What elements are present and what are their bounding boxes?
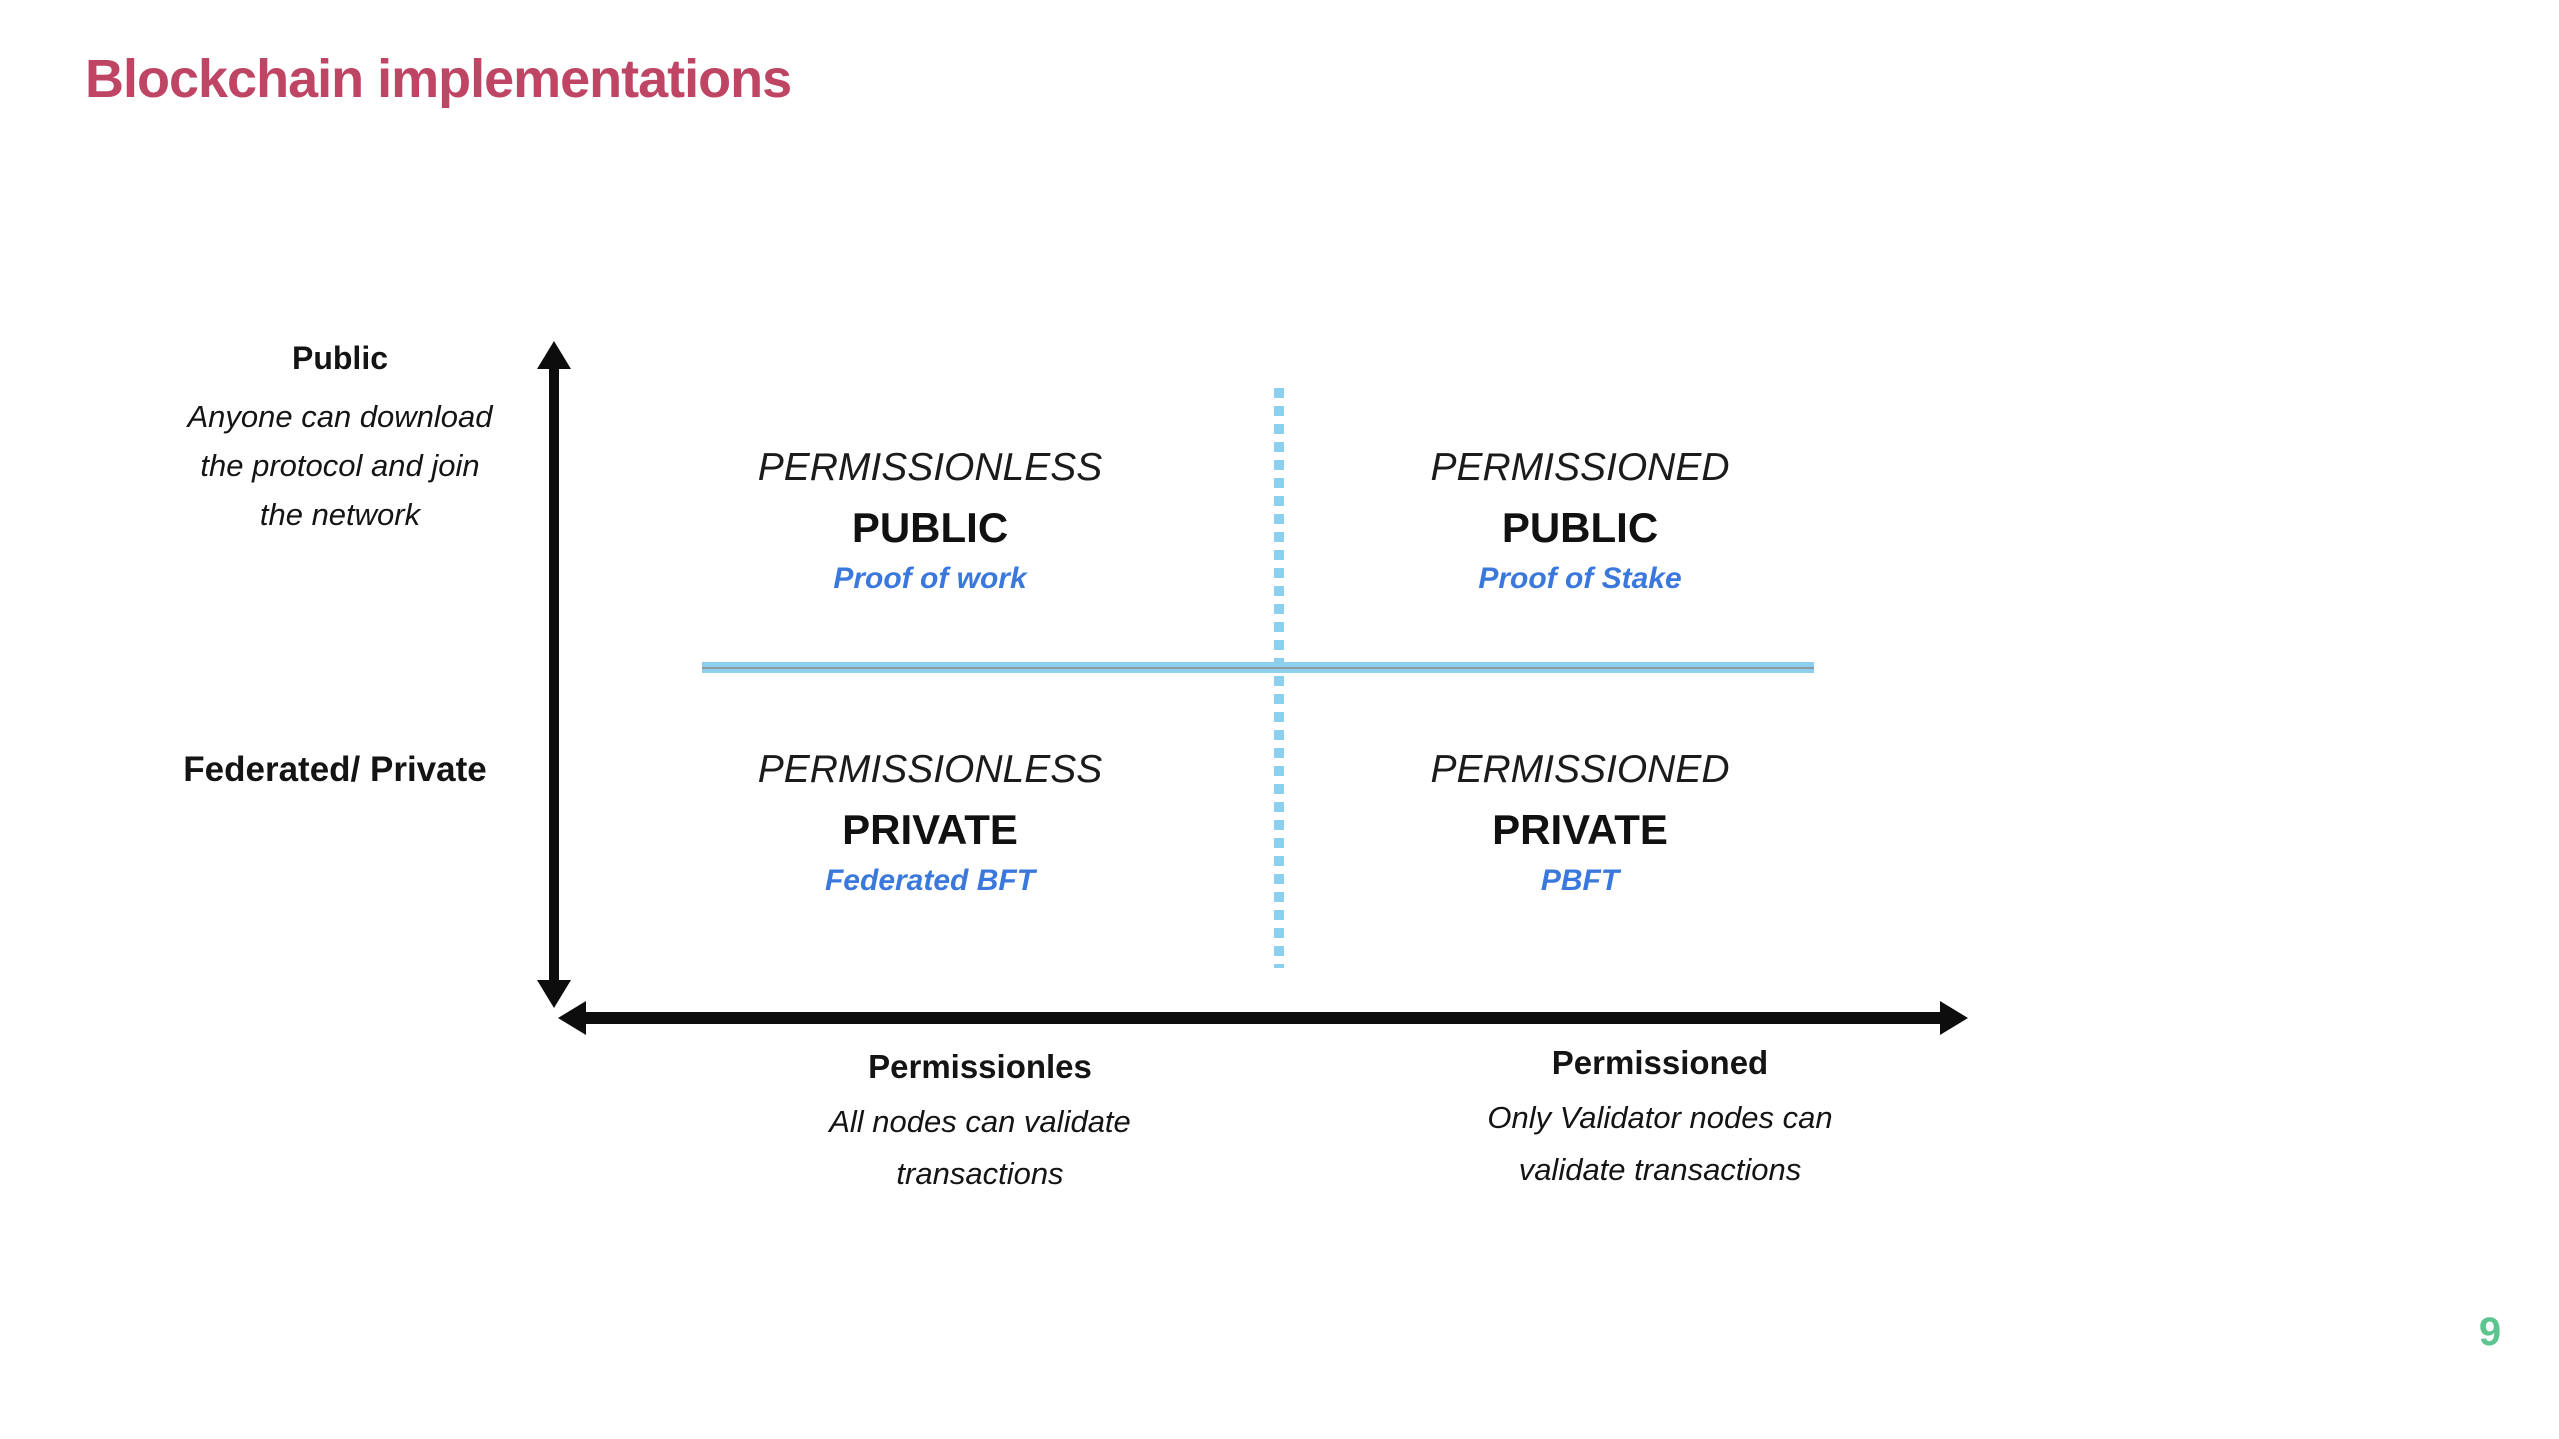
quadrant-type-label: PERMISSIONLESS — [757, 748, 1103, 791]
y-axis-top-description-line: the network — [259, 497, 421, 532]
y-axis-bottom-label: Federated/ Private — [183, 750, 487, 789]
quadrant-visibility-label: PUBLIC — [1501, 504, 1659, 551]
quadrant-type-label: PERMISSIONLESS — [757, 446, 1103, 489]
x-axis-line — [584, 1012, 1940, 1024]
quadrant-consensus-label: PBFT — [1540, 864, 1620, 897]
x-axis-left-description-line: transactions — [896, 1156, 1064, 1191]
quadrant-visibility-label: PRIVATE — [842, 806, 1018, 853]
quadrant-permissioned-public: PERMISSIONED PUBLIC Proof of Stake — [1280, 446, 1880, 596]
x-axis-right-description-line: Only Validator nodes can — [1487, 1100, 1833, 1135]
quadrant-permissionless-private: PERMISSIONLESS PRIVATE Federated BFT — [630, 748, 1230, 898]
page-number: 9 — [2478, 1310, 2502, 1354]
quadrant-permissionless-public: PERMISSIONLESS PUBLIC Proof of work — [630, 446, 1230, 596]
quadrant-consensus-label: Federated BFT — [824, 864, 1036, 897]
quadrant-visibility-label: PRIVATE — [1492, 806, 1668, 853]
quadrant-visibility-label: PUBLIC — [851, 504, 1009, 551]
x-axis-left-annotation: Permissionles All nodes can validate tra… — [690, 1048, 1270, 1200]
quadrant-permissioned-private: PERMISSIONED PRIVATE PBFT — [1280, 748, 1880, 898]
slide-title: Blockchain implementations — [85, 49, 792, 109]
y-axis-top-description-line: the protocol and join — [200, 448, 480, 483]
quadrant-consensus-label: Proof of work — [833, 562, 1027, 595]
quadrant-type-label: PERMISSIONED — [1430, 446, 1730, 489]
x-axis-left-label: Permissionles — [868, 1048, 1092, 1085]
x-axis-arrowhead-left-icon — [558, 1001, 586, 1035]
x-axis-right-label: Permissioned — [1551, 1044, 1769, 1081]
vertical-dashed-divider — [1274, 388, 1284, 968]
y-axis-top-label: Public — [291, 340, 388, 376]
x-axis-right-description: Only Validator nodes can validate transa… — [1370, 1092, 1950, 1196]
y-axis-top-description-line: Anyone can download — [187, 399, 493, 434]
y-axis-line — [549, 362, 559, 986]
horizontal-divider-line — [702, 662, 1814, 673]
x-axis-arrowhead-right-icon — [1940, 1001, 1968, 1035]
x-axis-right-description-line: validate transactions — [1518, 1152, 1802, 1187]
x-axis-right-annotation: Permissioned Only Validator nodes can va… — [1370, 1044, 1950, 1196]
quadrant-consensus-label: Proof of Stake — [1478, 562, 1682, 595]
x-axis-left-description-line: All nodes can validate — [829, 1104, 1131, 1139]
quadrant-type-label: PERMISSIONED — [1430, 748, 1730, 791]
y-axis-top-description: Anyone can download the protocol and joi… — [120, 392, 560, 539]
x-axis-left-description: All nodes can validate transactions — [690, 1096, 1270, 1200]
